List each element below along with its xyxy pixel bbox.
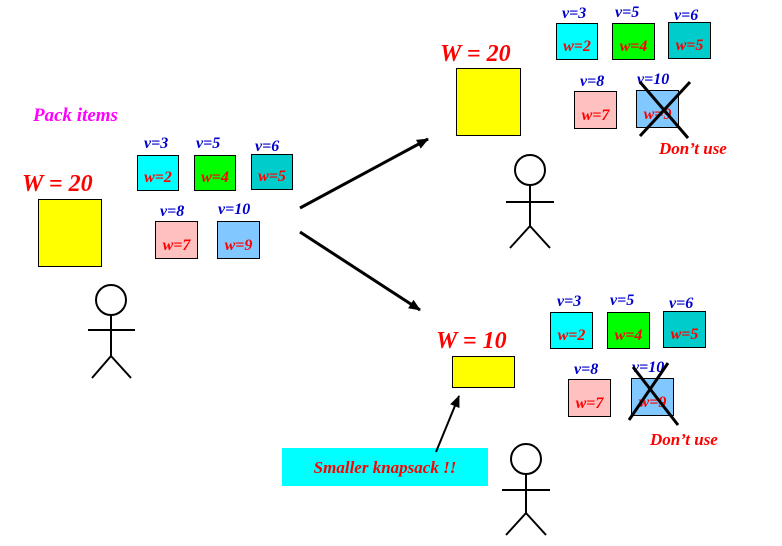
- item-box: w=9: [217, 221, 260, 259]
- top-knapsack: [456, 68, 521, 136]
- bottom-capacity-label: W = 10: [436, 328, 507, 354]
- top-dont-use-note: Don’t use: [659, 139, 727, 158]
- item-value-label: v=3: [562, 5, 587, 22]
- page-title: Pack items: [33, 105, 118, 126]
- item-box: w=2: [550, 312, 593, 349]
- item-value-label: v=6: [674, 7, 699, 24]
- branch-arrow-top: [299, 137, 429, 210]
- item-box: w=5: [668, 22, 711, 59]
- stick-figure-initial: [88, 284, 135, 379]
- item-box: w=4: [607, 312, 650, 349]
- top-excluded-cross: [638, 80, 692, 139]
- item-box: w=7: [155, 221, 198, 259]
- item-box: w=2: [137, 155, 179, 191]
- smaller-knapsack-callout: Smaller knapsack !!: [282, 448, 488, 486]
- bottom-knapsack: [452, 356, 515, 388]
- initial-knapsack: [38, 199, 102, 267]
- branch-arrow-bottom: [299, 230, 421, 312]
- bottom-excluded-cross: [627, 362, 680, 426]
- item-value-label: v=5: [196, 135, 221, 152]
- stick-figure-bottom: [502, 443, 550, 536]
- item-value-label: v=8: [574, 361, 599, 378]
- initial-capacity-label: W = 20: [22, 171, 93, 197]
- item-box: w=4: [194, 155, 236, 191]
- item-box: w=5: [663, 311, 706, 348]
- item-value-label: v=5: [610, 292, 635, 309]
- item-value-label: v=8: [580, 73, 605, 90]
- item-value-label: v=8: [160, 203, 185, 220]
- item-box: w=7: [568, 379, 611, 417]
- top-capacity-label: W = 20: [440, 41, 511, 67]
- item-value-label: v=3: [144, 135, 169, 152]
- callout-arrow: [435, 395, 460, 453]
- item-box: w=2: [556, 23, 598, 60]
- item-box: w=4: [612, 23, 655, 60]
- item-box: w=5: [251, 154, 293, 190]
- item-value-label: v=10: [637, 71, 670, 88]
- item-value-label: v=6: [669, 295, 694, 312]
- item-value-label: v=5: [615, 4, 640, 21]
- item-value-label: v=6: [255, 138, 280, 155]
- bottom-dont-use-note: Don’t use: [650, 430, 718, 449]
- item-value-label: v=3: [557, 293, 582, 310]
- stick-figure-top: [506, 154, 554, 249]
- item-box: w=7: [574, 91, 617, 129]
- item-value-label: v=10: [632, 359, 665, 376]
- item-value-label: v=10: [218, 201, 251, 218]
